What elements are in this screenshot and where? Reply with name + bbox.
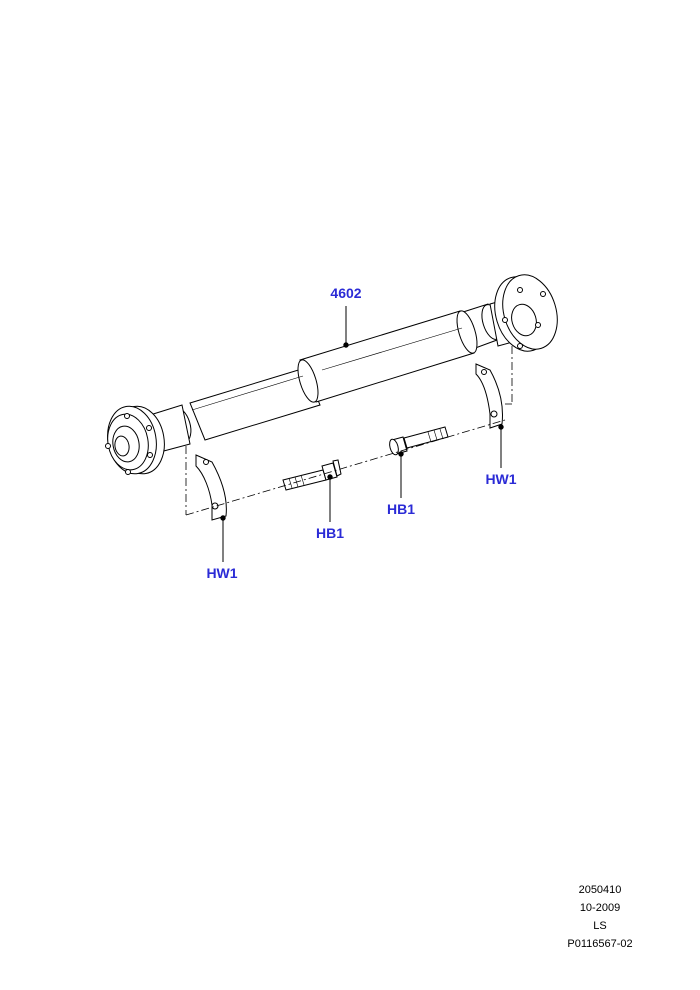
front-flange	[105, 404, 192, 475]
washer-plate-right	[475, 363, 503, 429]
assembly-centerlines	[185, 346, 513, 516]
callout-hb1-left[interactable]: HB1	[315, 525, 345, 541]
leader-lines	[220, 306, 504, 562]
rear-flange	[481, 274, 558, 352]
info-line-1: 2050410	[578, 884, 622, 896]
washer-plate-left	[195, 454, 227, 521]
callout-hb1-right[interactable]: HB1	[386, 501, 416, 517]
info-line-2: 10-2009	[579, 902, 621, 914]
bolt-right	[389, 426, 449, 456]
info-line-4: P0116567-02	[567, 938, 633, 950]
propeller-shaft-tube	[189, 303, 498, 441]
callout-4602[interactable]: 4602	[330, 285, 362, 301]
bolt-left	[282, 459, 342, 491]
callout-hw1-left[interactable]: HW1	[206, 565, 238, 581]
callout-hw1-right[interactable]: HW1	[485, 471, 517, 487]
illustration-info-block: 2050410 10-2009 LS P0116567-02	[545, 881, 655, 953]
info-line-3: LS	[593, 920, 607, 932]
